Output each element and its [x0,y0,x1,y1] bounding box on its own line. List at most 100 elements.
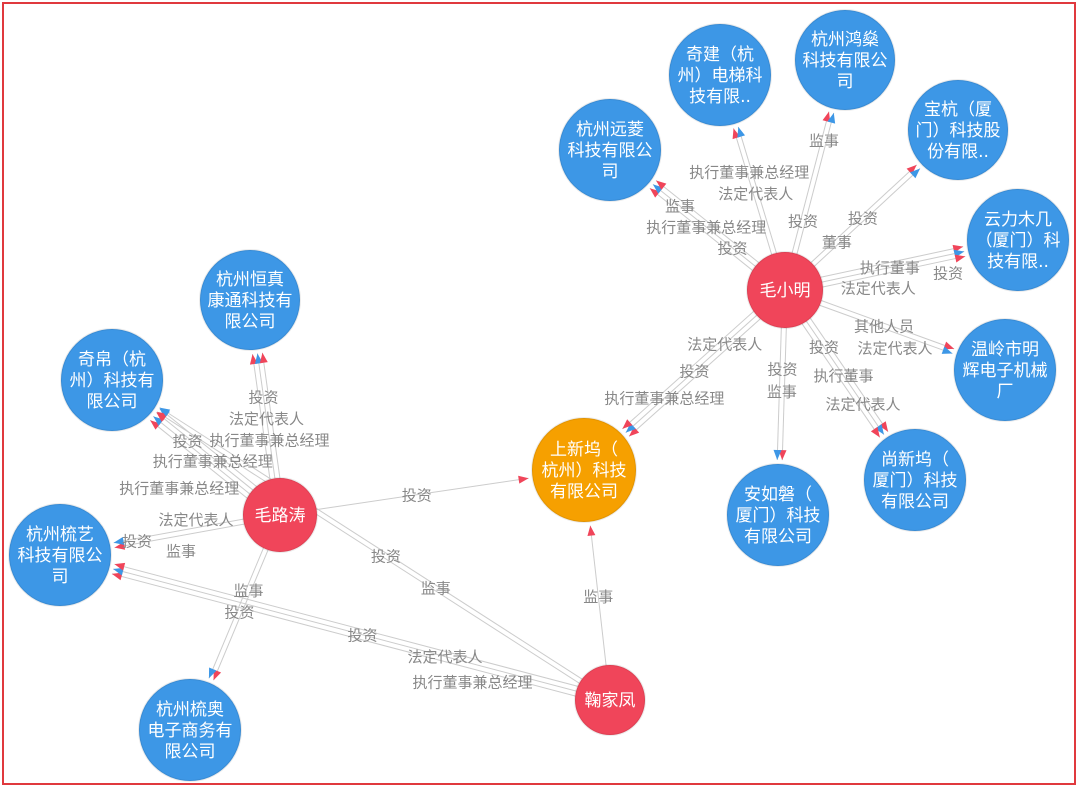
edge-label: 投资 [848,210,878,228]
person-node-circle[interactable] [242,477,318,553]
arrow-head-icon [649,188,661,198]
arrow-head-icon [954,254,966,263]
company-node-circle[interactable] [199,249,301,351]
node-label: 奇帛（杭 [78,350,146,370]
node-label: 上新坞（ [550,440,618,460]
node-label: 杭州远菱 [576,120,644,140]
edge-label: 投资 [122,533,152,551]
arrow-head-icon [879,421,889,432]
company-node-circle[interactable] [60,328,164,432]
arrow-head-icon [153,416,164,426]
edge-line [159,407,612,699]
node-label: 毛路涛 [255,506,306,526]
edge-label: 监事 [767,383,797,401]
node-label: 奇建（杭 [686,45,754,65]
company-node-circle[interactable] [558,98,662,202]
person-node-circle[interactable] [574,664,646,736]
node-label: 科技有限公 [18,546,103,566]
arrow-head-icon [213,669,222,681]
node-label: 安如磐（ [744,485,812,505]
node-label: 有限公司 [550,482,618,502]
edge-label: 法定代表人 [825,396,900,414]
node-label: 司 [602,162,619,182]
edge-label: 投资 [173,432,203,450]
arrow-head-icon [150,420,161,430]
node-label: （厦门）科 [976,231,1061,251]
node-label: 辉电子机械 [963,361,1048,381]
edge-label: 董事 [822,234,852,252]
company-node-circle[interactable] [907,79,1009,181]
edge-line [114,563,612,696]
edge-label: 投资 [717,240,747,258]
edge-label: 投资 [402,486,432,504]
edge-label: 监事 [809,132,839,150]
node-label: 份有限.. [927,142,989,162]
arrow-head-icon [870,426,880,438]
arrow-head-icon [518,475,529,484]
node-label: 门）科技股 [916,121,1001,141]
arrow-head-icon [827,112,836,124]
node-label: 有限公司 [881,492,949,512]
company-node-circle[interactable] [794,9,896,111]
node-label: 尚新坞（ [881,450,949,470]
node-mxm[interactable]: 毛小明 [746,251,824,329]
node-mlt[interactable]: 毛路涛 [242,477,318,553]
node-label: 科技有限公 [803,51,888,71]
node-label: 限公司 [165,742,216,762]
edge-label: 法定代表人 [687,336,762,354]
edge-label: 投资 [224,603,254,621]
company-node-circle[interactable] [138,678,242,782]
company-node-circle[interactable] [863,428,967,532]
node-ylmj[interactable]: 云力木几（厦门）科技有限.. [966,188,1070,292]
node-label: 司 [837,72,854,92]
arrow-head-icon [113,567,124,576]
edge-line [279,477,529,516]
company-node-circle[interactable] [8,503,112,607]
node-label: 厦门）科技 [736,506,821,526]
edge-label: 法定代表人 [407,648,482,666]
node-label: 云力木几 [984,210,1052,230]
person-node-circle[interactable] [746,251,824,329]
company-node-circle[interactable] [668,23,772,127]
node-jjf[interactable]: 鞠家凤 [574,664,646,736]
arrow-head-icon [587,525,596,537]
edge-label: 执行董事兼总经理 [604,390,724,408]
edge-label: 投资 [248,388,278,406]
arrow-head-icon [941,346,953,354]
arrow-head-icon [943,341,955,350]
company-node-circle[interactable] [966,188,1070,292]
edge-label: 执行董事兼总经理 [412,673,532,691]
arrow-head-icon [159,407,171,417]
arrow-head-icon [906,164,917,175]
edge-label: 执行董事兼总经理 [646,219,766,237]
edge-label: 执行董事 [860,259,920,277]
node-label: 杭州恒真 [216,270,284,290]
node-label: 限公司 [225,312,276,332]
target-node-circle[interactable] [531,417,637,523]
edge-label: 执行董事兼总经理 [209,431,329,449]
edge-line [113,568,611,701]
company-node-circle[interactable] [726,463,830,567]
node-label: 技有限.. [689,87,751,107]
node-label: 杭州鸿燊 [811,30,879,50]
node-label: 杭州梳奥 [156,700,224,720]
arrow-head-icon [625,422,636,433]
company-node-circle[interactable] [953,318,1057,422]
edge-label: 法定代表人 [841,280,916,298]
node-label: 杭州梳艺 [26,525,94,545]
node-label: 康通科技有 [208,291,293,311]
node-label: 鞠家凤 [585,691,636,711]
